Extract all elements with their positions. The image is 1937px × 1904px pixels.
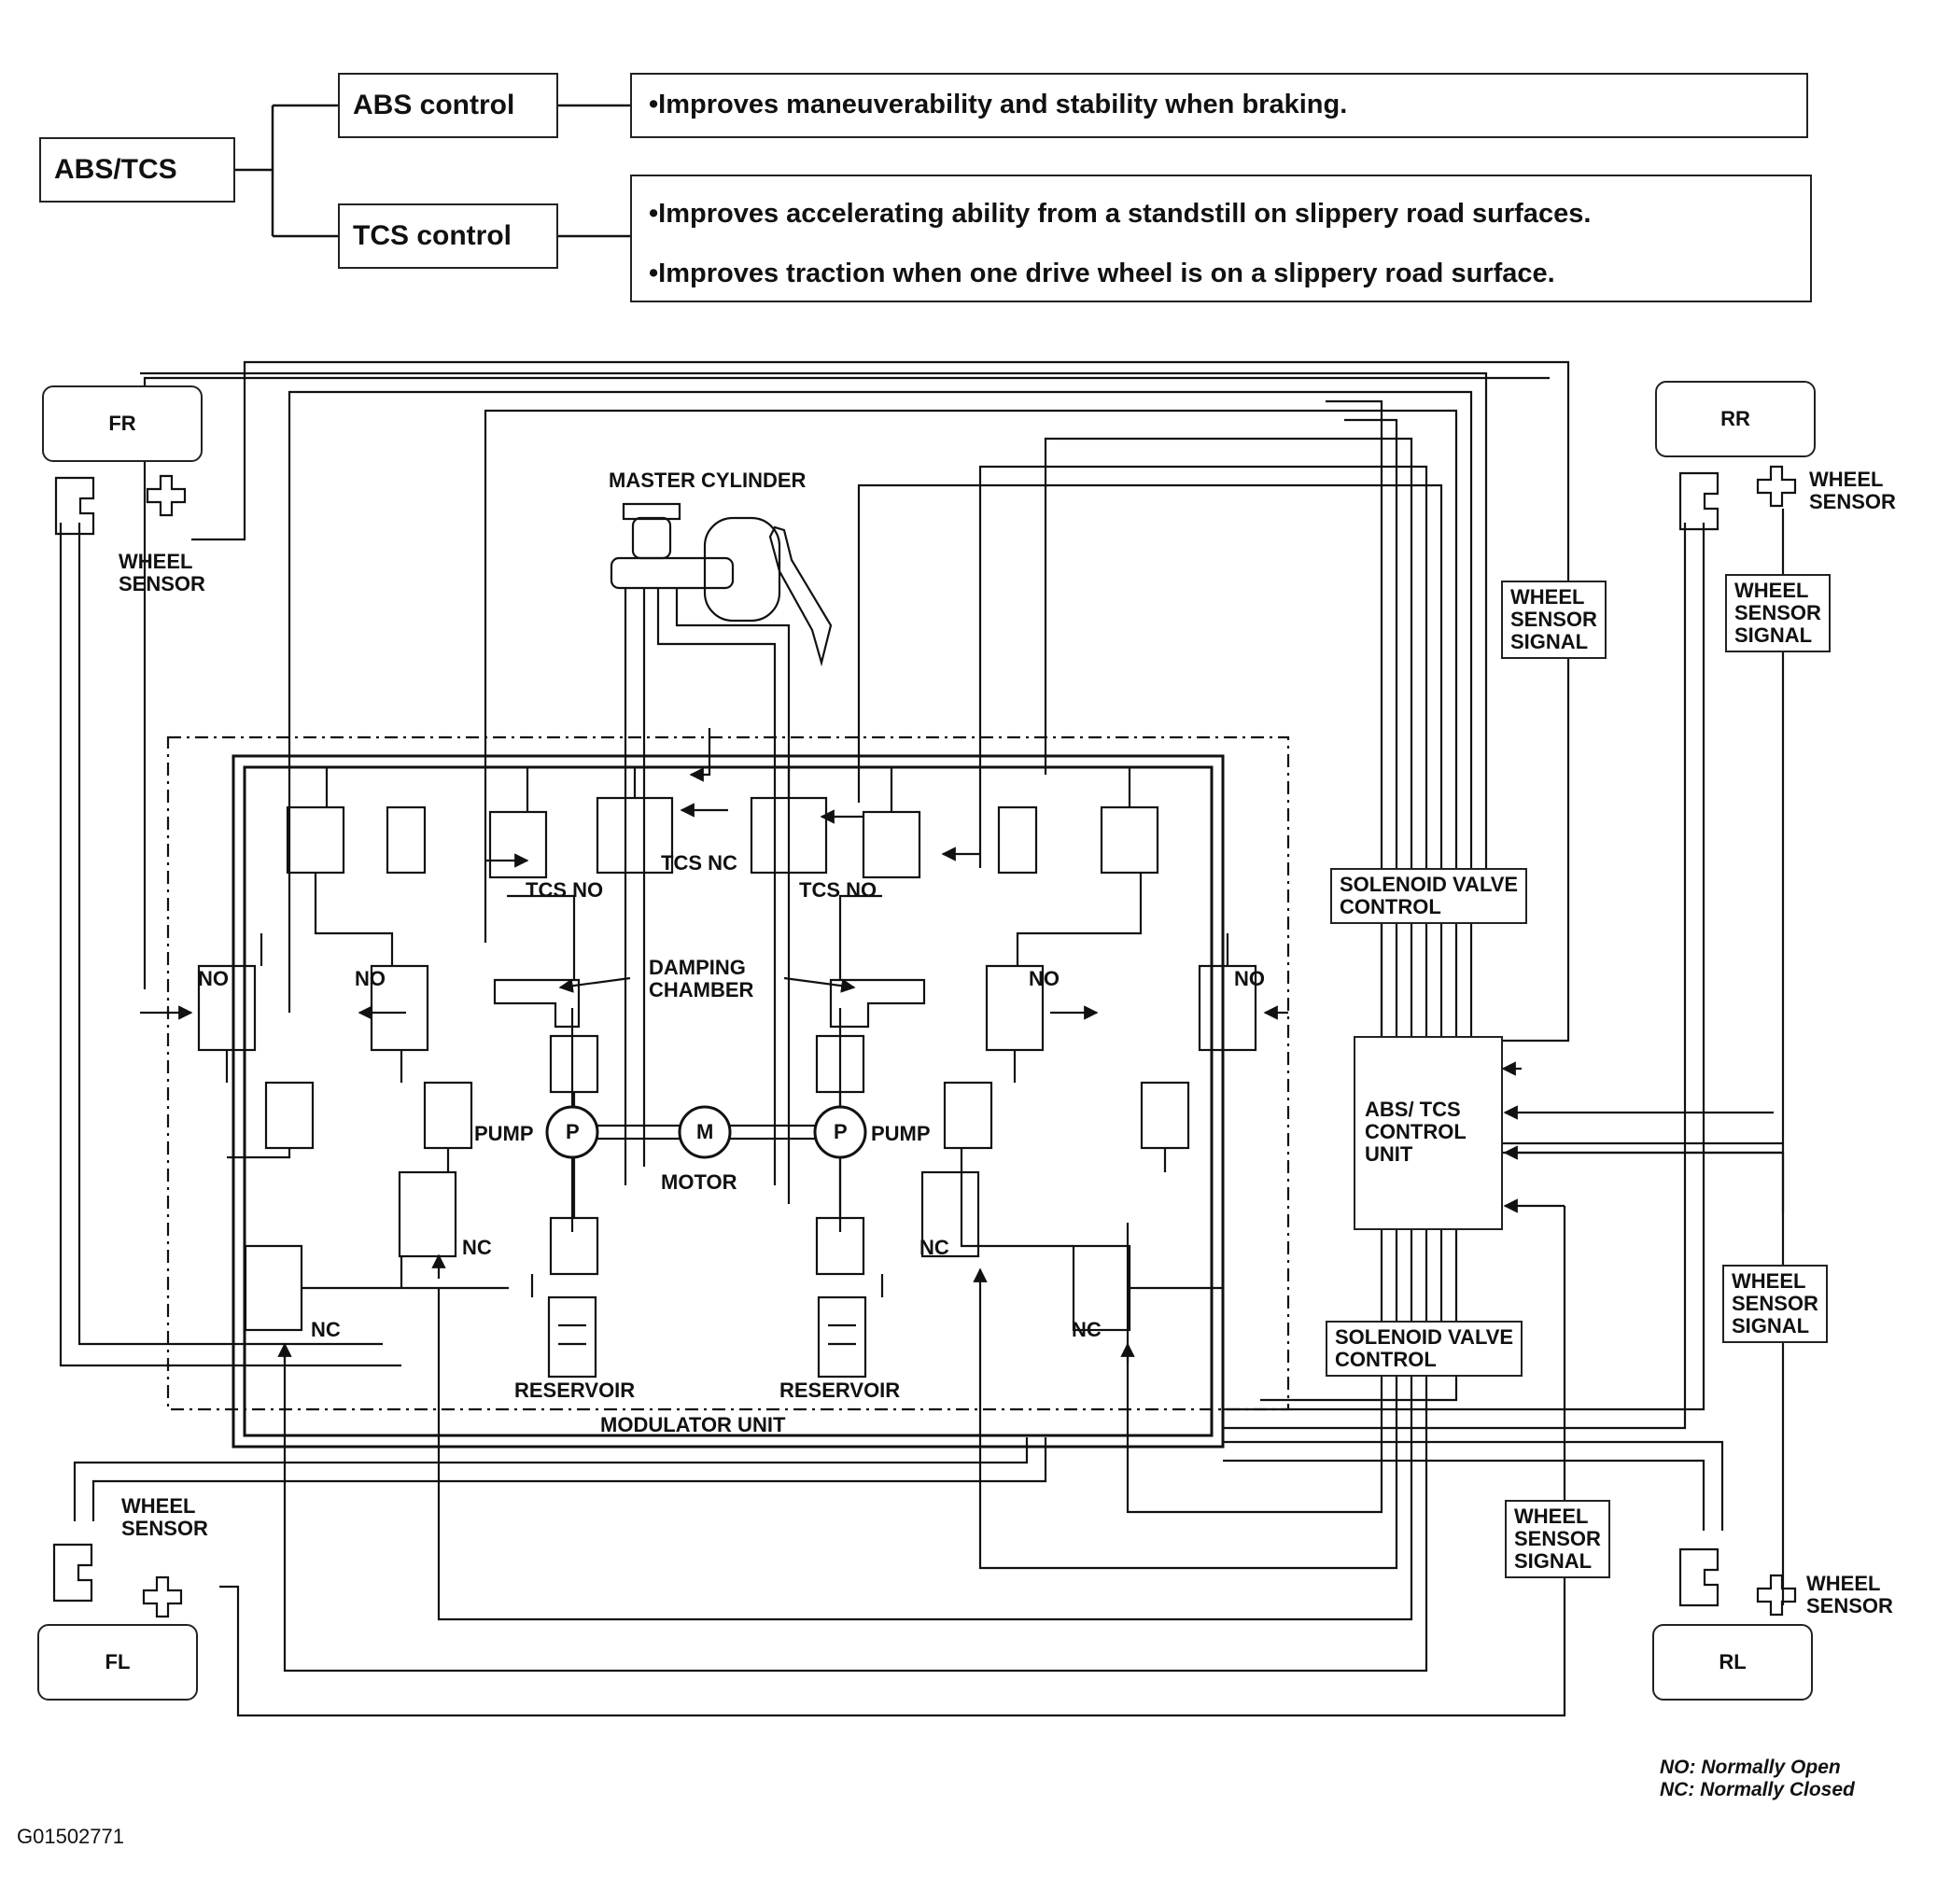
valves [197,796,1257,1332]
tcs-control-box: TCS control [338,203,558,269]
pump-left-label: PUMP [474,1122,534,1145]
wheel-sensor-signal-4: WHEEL SENSOR SIGNAL [1505,1500,1610,1578]
wheel-sensor-fl-icon [142,1575,183,1618]
brake-pipe-fl [73,1437,1047,1521]
tcs-benefits-box: •Improves accelerating ability from a st… [630,175,1812,302]
master-cylinder-body [610,556,735,590]
wheel-sensor-signal-1: WHEEL SENSOR SIGNAL [1501,581,1607,659]
wheel-sensor-signal-3: WHEEL SENSOR SIGNAL [1722,1265,1828,1343]
control-unit-label: ABS/ TCS CONTROL UNIT [1365,1098,1467,1166]
valve-nc-4-label: NC [1072,1318,1102,1341]
valve-nc-2-label: NC [919,1236,949,1259]
brake-pipe-fr [59,523,401,1367]
tcs-control-label: TCS control [353,220,512,251]
wheel-fl: FL [37,1624,198,1701]
tcs-benefit-1: •Improves accelerating ability from a st… [649,199,1592,229]
wheel-sensor-fr-label: WHEEL SENSOR [119,550,205,595]
pump-right-label: PUMP [871,1122,931,1145]
damping-chamber-label: DAMPING CHAMBER [649,956,754,1001]
pump-left-p: P [566,1120,580,1143]
master-cylinder-label: MASTER CYLINDER [609,469,807,492]
pump-right-p: P [834,1120,848,1143]
wheel-sensor-rl-label: WHEEL SENSOR [1806,1572,1893,1617]
valve-no-1-label: NO [198,967,229,990]
brake-pipe-rl [1223,1440,1724,1531]
modulator-unit-label: MODULATOR UNIT [600,1413,786,1436]
abs-control-label: ABS control [353,90,515,120]
solenoid-valve-control-bottom: SOLENOID VALVE CONTROL [1326,1321,1523,1377]
tcs-no-right-label: TCS NO [799,878,877,902]
valve-no-4-label: NO [1234,967,1265,990]
valve-nc-1-label: NC [462,1236,492,1259]
abs-tcs-root-box: ABS/TCS [39,137,235,203]
brake-pedal [768,525,833,667]
wheel-sensor-signal-2: WHEEL SENSOR SIGNAL [1725,574,1831,652]
brake-booster [703,516,781,623]
valve-no-2-label: NO [355,967,386,990]
abs-benefit-1: •Improves maneuverability and stability … [649,90,1348,119]
wheel-sensor-fr-icon [146,474,187,517]
caliper-rr-icon [1678,471,1719,531]
wheel-rl: RL [1652,1624,1813,1701]
damping-chamber-left [493,978,581,1029]
tcs-no-left-label: TCS NO [526,878,604,902]
motor-m: M [696,1120,714,1143]
wheel-fr: FR [42,385,203,462]
sensor-wire-fr [191,360,1570,1043]
reservoir-right-label: RESERVOIR [779,1379,901,1402]
motor [678,1105,732,1159]
caliper-fl-icon [52,1543,93,1603]
tcs-nc-left-label: TCS NC [661,851,737,875]
tcs-benefit-2: •Improves traction when one drive wheel … [649,259,1555,288]
abs-control-box: ABS control [338,73,558,138]
caliper-fr-icon [54,476,95,536]
brake-pipe-rr [1223,523,1705,1430]
wheel-rr: RR [1655,381,1816,457]
valve-nc-3-label: NC [311,1318,341,1341]
figure-code: G01502771 [17,1825,124,1848]
valve-no-3-label: NO [1029,967,1060,990]
solenoid-valve-control-top: SOLENOID VALVE CONTROL [1330,868,1528,924]
abs-tcs-control-unit: ABS/ TCS CONTROL UNIT [1354,1036,1503,1230]
damping-chamber-right [829,978,926,1029]
wheel-sensor-fl-label: WHEEL SENSOR [121,1494,208,1540]
wheel-sensor-rr-label: WHEEL SENSOR [1809,468,1896,513]
wheel-sensor-rl-icon [1756,1574,1797,1617]
legend-nc: NC: Normally Closed [1660,1779,1855,1800]
abs-benefits-box: •Improves maneuverability and stability … [630,73,1808,138]
caliper-rl-icon [1678,1547,1719,1607]
reservoir-right [817,1295,867,1379]
abs-tcs-root-label: ABS/TCS [54,154,177,185]
modulator-unit-outline [166,735,1290,1411]
wheel-sensor-rr-icon [1756,465,1797,508]
internal-manifold [232,754,1225,1449]
reservoir-left [547,1295,597,1379]
tree-connector [235,104,630,238]
motor-label: MOTOR [661,1170,737,1194]
reservoir-left-label: RESERVOIR [514,1379,636,1402]
legend-no: NO: Normally Open [1660,1757,1841,1778]
